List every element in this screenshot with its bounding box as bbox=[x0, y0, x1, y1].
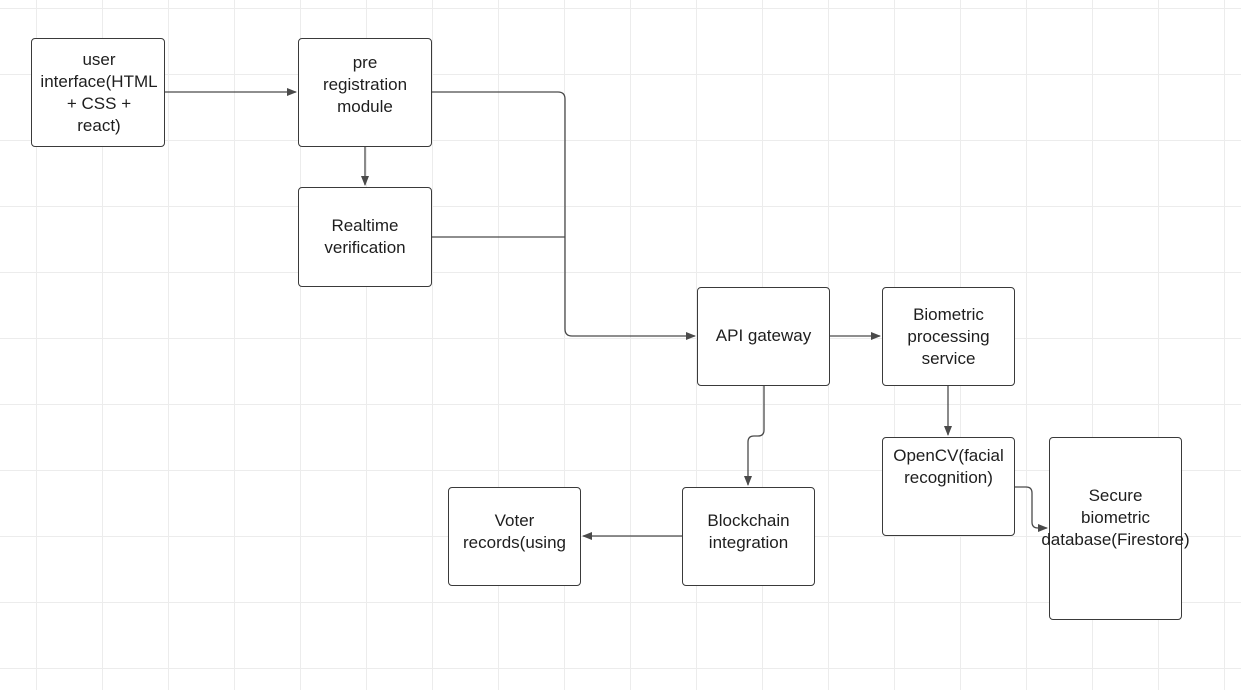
pre-registration-module-label: pre registration module bbox=[322, 52, 408, 116]
voter-records-node: Voter records(using bbox=[448, 487, 581, 586]
biometric-processing-service-label: Biometric processing service bbox=[907, 304, 990, 368]
user-interface-node: user interface(HTML + CSS + react) bbox=[31, 38, 165, 147]
opencv-facial-recognition-node: OpenCV(facial recognition) bbox=[882, 437, 1015, 536]
api-gateway-label: API gateway bbox=[715, 325, 812, 345]
api-gateway-node: API gateway bbox=[697, 287, 830, 386]
user-interface-label: user interface(HTML + CSS + react) bbox=[40, 49, 158, 135]
opencv-facial-recognition-label: OpenCV(facial recognition) bbox=[893, 445, 1004, 487]
edge-prereg-to-api bbox=[432, 91, 696, 340]
edge-api-to-blockchain bbox=[744, 386, 765, 486]
realtime-verification-label: Realtime verification bbox=[324, 216, 406, 257]
blockchain-integration-node: Blockchain integration bbox=[682, 487, 815, 586]
pre-registration-module-node: pre registration module bbox=[298, 38, 432, 147]
secure-biometric-database-node: Secure biometric database(Firestore) bbox=[1041, 437, 1190, 620]
blockchain-integration-label: Blockchain integration bbox=[707, 510, 790, 552]
secure-biometric-database-label: Secure biometric database(Firestore) bbox=[1041, 485, 1190, 549]
edge-opencv-to-db bbox=[1015, 486, 1048, 532]
biometric-processing-service-node: Biometric processing service bbox=[882, 287, 1015, 386]
realtime-verification-node: Realtime verification bbox=[298, 187, 432, 287]
voter-records-label: Voter records(using bbox=[463, 510, 566, 552]
